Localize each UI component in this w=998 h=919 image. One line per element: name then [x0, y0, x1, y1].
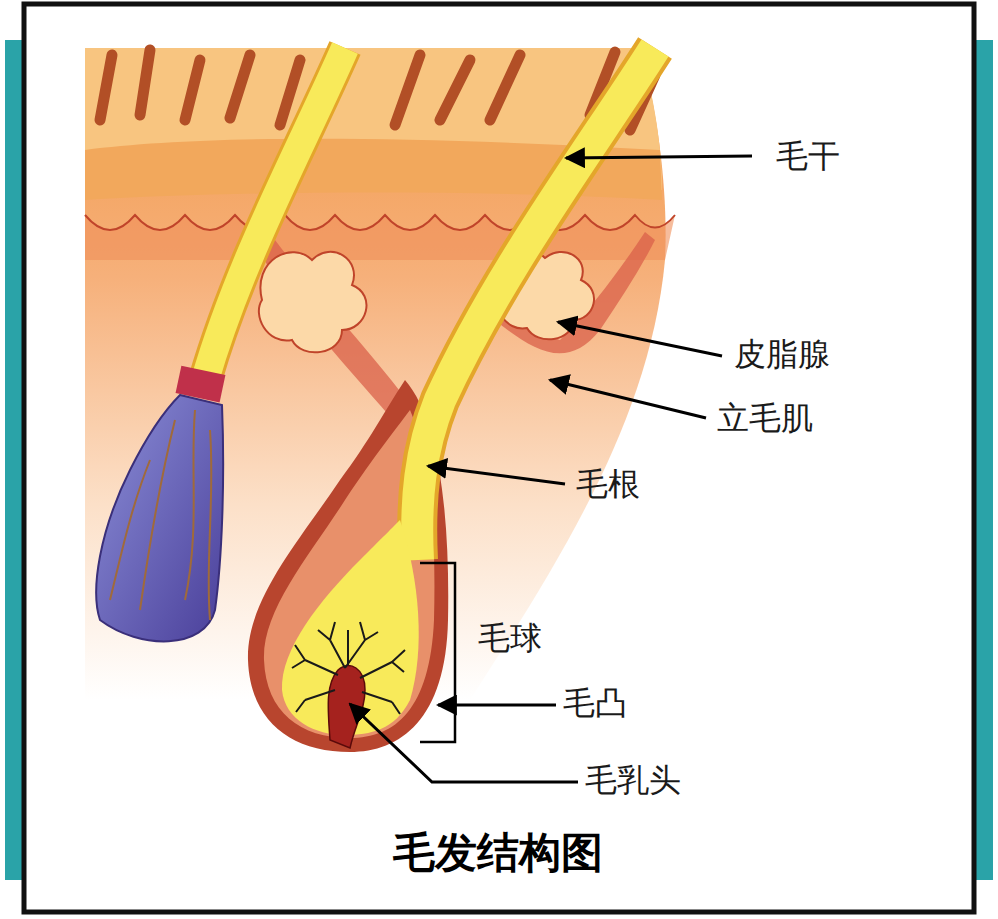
frame [24, 4, 974, 912]
hair-bulge-label: 毛凸 [563, 684, 627, 722]
hair-shaft [417, 48, 655, 560]
sebaceous-gland-label: 皮脂腺 [734, 335, 830, 373]
hair-shaft [417, 48, 655, 560]
hair-root-label: 毛根 [576, 465, 640, 503]
basal-layer [85, 215, 675, 260]
dermal-papilla [328, 666, 365, 748]
arrector-pili-label: 立毛肌 [717, 399, 813, 437]
dermal-papilla-label: 毛乳头 [585, 761, 681, 799]
leader-lines [350, 156, 752, 782]
melanocytes [292, 622, 405, 714]
follicle-bulb [96, 395, 223, 641]
hair-shaft [205, 48, 345, 380]
basal-line [85, 215, 675, 230]
diagram-title: 毛发结构图 [393, 828, 603, 878]
sebaceous-gland [259, 252, 367, 353]
hair-shaft [205, 48, 345, 380]
hair-bulb-label: 毛球 [478, 619, 542, 657]
frame-bar [5, 40, 22, 880]
follicle-vessels [110, 410, 211, 620]
frame-bar [976, 40, 993, 880]
hair-shaft-label: 毛干 [776, 137, 840, 175]
surface-hairs [100, 50, 655, 130]
